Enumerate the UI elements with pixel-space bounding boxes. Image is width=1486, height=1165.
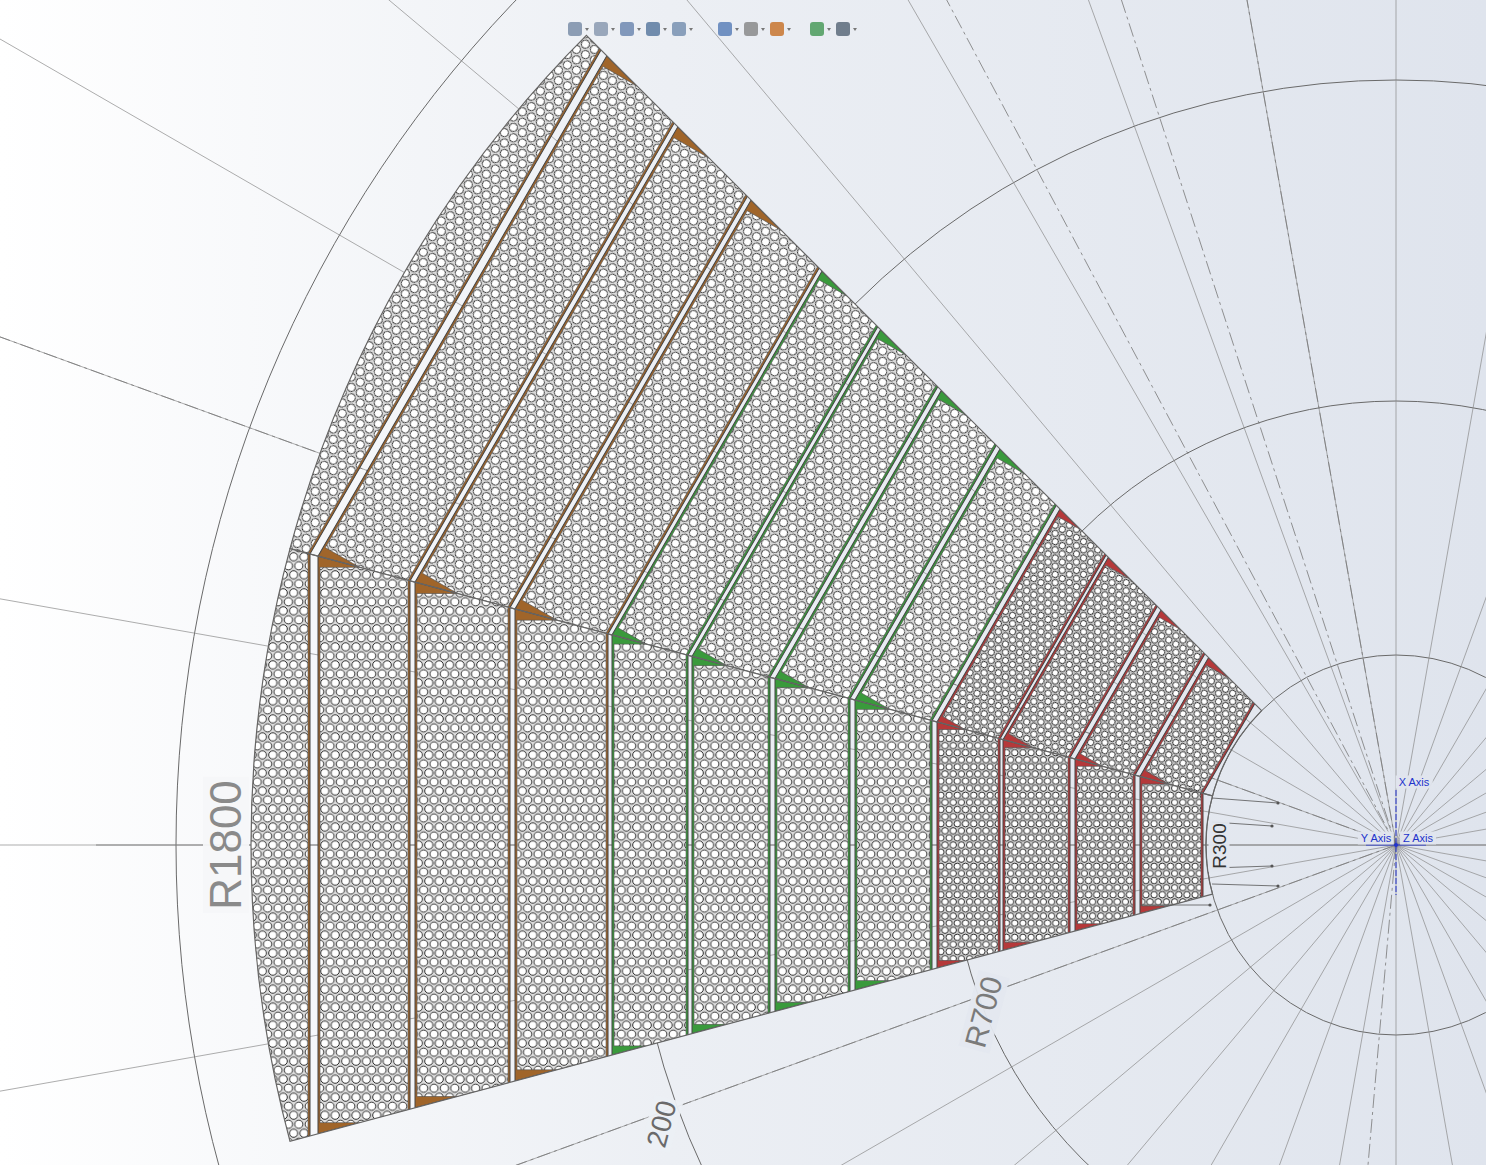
radial-grid-line: [1396, 845, 1486, 1165]
toolbar-icon: [744, 22, 758, 36]
radial-grid-line: [1396, 0, 1486, 845]
toolbar-dropdown: [827, 28, 831, 31]
plate-sector: [246, 537, 1212, 1153]
plate-body: [515, 609, 608, 1081]
perforated-area: [614, 644, 686, 1046]
perforated-area: [517, 620, 606, 1070]
radial-grid-line: [1396, 0, 1397, 845]
plate-body: [1003, 740, 1070, 951]
axis-label: Z Axis: [1400, 832, 1436, 845]
perforated-area: [1005, 748, 1068, 942]
plate-body: [1075, 759, 1135, 931]
plate-body: [937, 722, 1000, 968]
leader-line: [1212, 866, 1272, 868]
leader-dot: [1270, 824, 1273, 827]
perforated-area: [1142, 784, 1201, 906]
radial-grid-line: [1396, 845, 1486, 1165]
radial-grid-line: [1396, 845, 1486, 1165]
plate-body: [246, 537, 310, 1153]
toolbar-dropdown: [663, 28, 667, 31]
plate-body: [692, 656, 770, 1033]
toolbar-icon: [770, 22, 784, 36]
radial-grid-line: [1396, 845, 1486, 1165]
toolbar-icon: [810, 22, 824, 36]
leader-line: [1212, 884, 1278, 886]
perforated-area: [1146, 665, 1258, 800]
radius-dimension: R700: [958, 970, 1009, 1053]
radial-grid-line: [1396, 0, 1486, 845]
radial-grid-line: [1396, 0, 1486, 845]
toolbar-icon: [594, 22, 608, 36]
leader-dot: [1208, 903, 1211, 906]
radius-dimension: R300: [1209, 820, 1230, 871]
plate-body: [612, 635, 688, 1055]
radius-dimension: R1800: [203, 777, 249, 913]
perforated-area: [777, 688, 848, 1003]
perforated-area: [248, 545, 308, 1146]
leader-line: [1140, 905, 1210, 906]
perforated-area: [320, 567, 408, 1123]
toolbar-icon: [836, 22, 850, 36]
radial-grid-line: [1396, 845, 1486, 1158]
toolbar-dropdown: [611, 28, 615, 31]
axis-label: Y Axis: [1358, 832, 1394, 845]
radial-grid-line: [1396, 845, 1397, 1165]
plate-body: [775, 679, 850, 1012]
toolbar-icon: [718, 22, 732, 36]
toolbar-icon: [620, 22, 634, 36]
origin-dot: [1394, 843, 1398, 847]
toolbar-dropdown: [689, 28, 693, 31]
leader-line: [1212, 798, 1278, 803]
radial-grid-line: [1396, 229, 1486, 845]
radial-grid-line: [1396, 532, 1486, 845]
perforated-area: [694, 666, 768, 1024]
toolbar-icon: [568, 22, 582, 36]
radius-dimension: 200: [641, 1095, 684, 1154]
radial-grid-line: [1396, 845, 1486, 1165]
leader-line: [1212, 822, 1272, 826]
plate-group: [246, 537, 1203, 1153]
axis-line: [1396, 790, 1397, 895]
centre-line: [1239, 845, 1396, 1165]
toolbar-dropdown: [761, 28, 765, 31]
plate-body: [855, 700, 932, 990]
radial-grid-line: [1396, 845, 1486, 1165]
toolbar-dropdown: [853, 28, 857, 31]
perforated-area: [1077, 766, 1133, 924]
view-toolbar: [568, 22, 857, 36]
toolbar-dropdown: [637, 28, 641, 31]
toolbar-dropdown: [735, 28, 739, 31]
perforated-area: [857, 709, 930, 980]
toolbar-icon: [646, 22, 660, 36]
axis-label: X Axis: [1396, 776, 1433, 789]
radial-grid-line: [1396, 845, 1486, 1165]
toolbar-dropdown: [787, 28, 791, 31]
perforated-area: [417, 594, 508, 1097]
radial-grid-line: [1396, 0, 1486, 845]
grid-circle: [176, 0, 1486, 1165]
plate-body: [415, 582, 510, 1108]
plate-body: [1140, 776, 1203, 913]
perforated-area: [939, 730, 998, 961]
leader-dot: [1270, 864, 1273, 867]
leader-dot: [1276, 884, 1279, 887]
sector-outline: [251, 549, 1212, 1142]
toolbar-icon: [672, 22, 686, 36]
radial-grid-line: [1396, 0, 1486, 845]
radial-grid-line: [1396, 0, 1486, 845]
plate-body: [318, 556, 410, 1134]
leader-dot: [1276, 801, 1279, 804]
axis-marker: [1366, 790, 1426, 895]
toolbar-dropdown: [585, 28, 589, 31]
